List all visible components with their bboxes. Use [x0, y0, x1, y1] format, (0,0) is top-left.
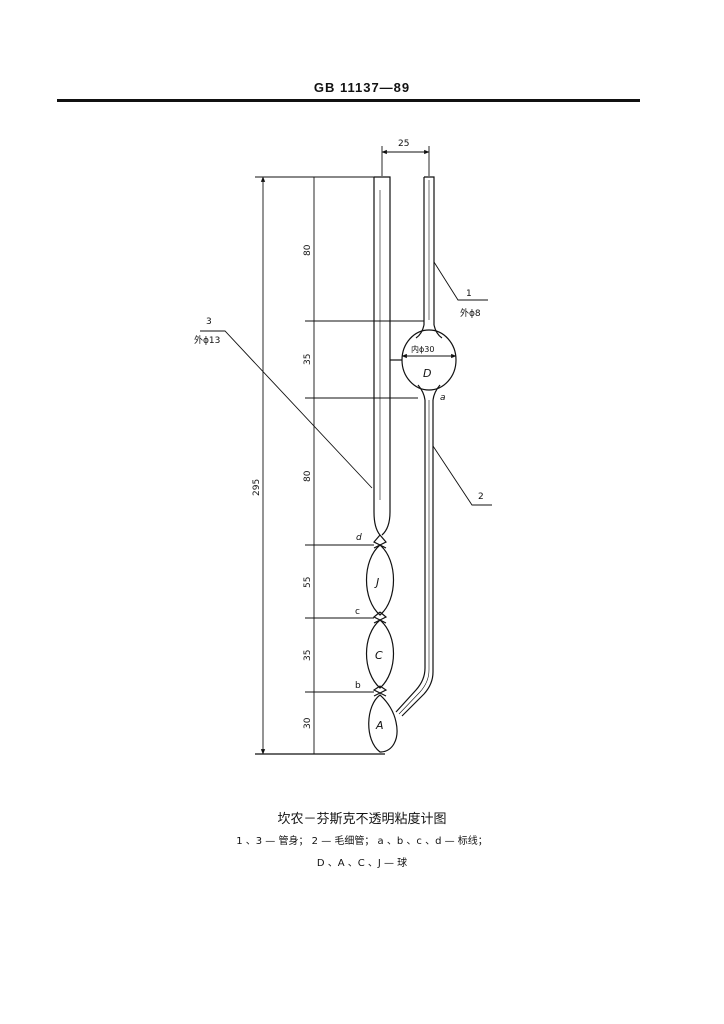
bulb-c-label: C [375, 649, 383, 662]
dim-seg-mid-label: 80 [303, 470, 313, 482]
bulb-c-outline [365, 619, 395, 689]
dim-seg-c-label: 35 [303, 650, 313, 661]
dim-seg-j-label: 55 [303, 577, 313, 588]
bulb-a-label: A [375, 719, 384, 732]
callout-tube-1-od: 外ϕ8 [460, 307, 481, 319]
bulb-j-outline [365, 544, 395, 616]
figure-title: 坎农－芬斯克不透明粘度计图 [277, 812, 447, 827]
bulb-d-outline [401, 329, 457, 391]
figure-legend-line-2: D 、A 、C 、J — 球 [316, 858, 408, 869]
callout-tube-1-number: 1 [466, 289, 472, 299]
constriction-d [373, 534, 387, 549]
bulb-a-outline [368, 694, 398, 753]
constriction-c [372, 611, 388, 624]
bulb-d-neck-top [415, 324, 443, 339]
dim-seg-bulb-d-label: 35 [303, 354, 313, 365]
capillary-center-bend [398, 669, 430, 715]
bulb-d-inner-diameter: 内ϕ30 [411, 344, 434, 354]
mark-a-label: a [440, 393, 446, 403]
bulb-j-label: J [374, 576, 379, 589]
dim-top-width-label: 25 [398, 139, 409, 149]
standard-header: GB 11137—89 [313, 80, 411, 95]
leader-tube-1 [433, 261, 488, 301]
mark-d-label: d [356, 533, 362, 543]
constriction-b [372, 685, 388, 697]
callout-tube-3-od: 外ϕ13 [194, 334, 220, 346]
mark-c-label: c [355, 607, 360, 617]
dim-seg-a-label: 30 [303, 717, 313, 729]
tube-3-outline [373, 176, 391, 536]
dim-overall-label: 295 [252, 479, 262, 496]
callout-tube-3-number: 3 [206, 317, 212, 327]
mark-b-label: b [355, 681, 361, 691]
callout-tube-2-number: 2 [478, 492, 484, 502]
dim-seg-top-label: 80 [303, 244, 313, 256]
header-rule [57, 99, 640, 102]
leader-tube-2 [432, 445, 492, 506]
tube-1-outline [423, 176, 435, 325]
bulb-d-neck-bottom [417, 384, 441, 401]
leader-tube-3 [200, 330, 373, 489]
figure-legend-line-1: 1 、3 — 管身； 2 — 毛细管； a 、b 、c 、d — 标线； [236, 836, 488, 847]
capillary-tube-2 [395, 400, 434, 717]
bulb-d-label: D [423, 367, 431, 380]
